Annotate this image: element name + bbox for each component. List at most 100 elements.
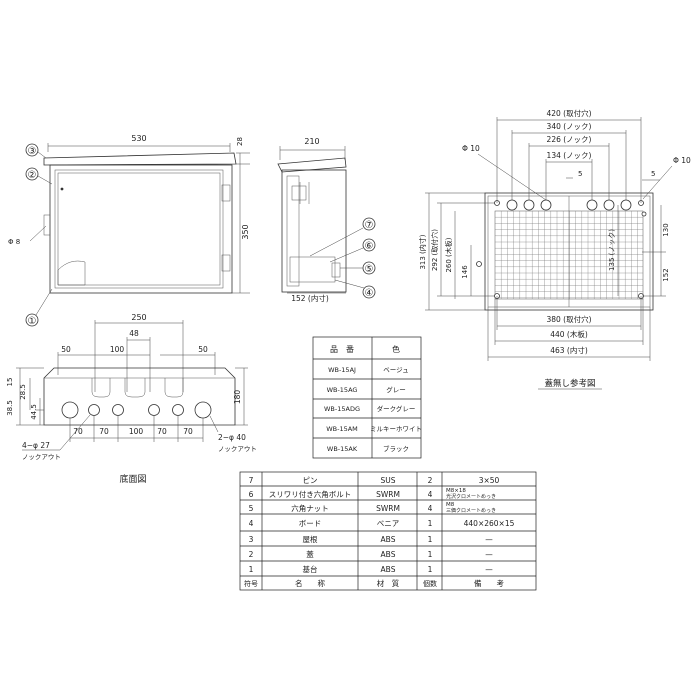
plate-134-dim: 134 (ノック)	[547, 151, 592, 160]
bottom-100-dim: 100	[110, 345, 125, 354]
part-row-note: M8×18	[446, 488, 466, 494]
plate-130-dim: 130	[662, 223, 670, 236]
part-row-qty: 1	[428, 565, 433, 574]
knockout-small	[148, 404, 160, 416]
part-row-name: 基台	[303, 564, 318, 574]
bottom-b70a-dim: 70	[73, 427, 83, 436]
part-row-no: 2	[249, 550, 254, 559]
color-row-color: ブラック	[383, 444, 409, 453]
part-row-name: ボード	[299, 519, 322, 528]
plate-caption: 蓋無し参考図	[544, 378, 595, 389]
parts-header-name: 名 称	[295, 578, 325, 588]
part-row-note: M8	[446, 502, 455, 508]
color-row-color: ミルキーホワイト	[370, 425, 422, 433]
callout-4: ④	[365, 288, 374, 299]
plate-135-dim: 135 (ノック)	[608, 229, 616, 271]
parts-header-qty: 個数	[423, 579, 437, 588]
side-inner-dim: 152 (内寸)	[291, 293, 329, 303]
plate-260-dim: 260 (木板)	[444, 237, 453, 272]
plate-313-dim: 313 (内寸)	[418, 234, 427, 269]
parts-header-note: 備 考	[474, 578, 504, 588]
callout-3: ③	[28, 146, 37, 157]
plate-5-dim-a: 5	[578, 170, 582, 178]
front-width-dim: 530	[131, 134, 146, 143]
part-row-no: 3	[249, 535, 254, 544]
callout-7: ⑦	[365, 220, 374, 231]
knockout-small	[172, 404, 184, 416]
bottom-b70c-dim: 70	[157, 427, 167, 436]
part-row-name: 屋根	[303, 534, 318, 544]
front-height-dim: 350	[241, 224, 250, 239]
plate-292-dim: 292 (取付穴)	[430, 229, 439, 271]
knock-large-label: 2−φ 40	[218, 433, 246, 442]
color-header-part: 品 番	[330, 344, 354, 354]
part-row-material: SUS	[380, 476, 395, 485]
plate-340-dim: 340 (ノック)	[547, 122, 592, 131]
knock-large-sub: ノックアウト	[218, 445, 257, 453]
knockout-small	[112, 404, 124, 416]
color-row-part: WB-15AG	[327, 386, 358, 394]
bottom-view: 250 48 50 100 50 15 38.5 28.5 44.5	[6, 313, 257, 485]
part-row-material: ABS	[381, 565, 396, 574]
part-row-note: 3×50	[479, 476, 500, 485]
plate-grid	[495, 211, 643, 299]
part-row-qty: 1	[428, 519, 433, 528]
knock-hole	[523, 199, 535, 211]
front-roof-dim: 28	[236, 137, 244, 146]
callout-6: ⑥	[365, 241, 374, 252]
part-row-no: 4	[249, 519, 254, 528]
plate-phi-right: Φ 10	[673, 156, 691, 165]
knock-hole	[586, 199, 598, 211]
part-row-qty: 1	[428, 550, 433, 559]
bottom-b100-dim: 100	[129, 427, 144, 436]
part-row-note: 440×260×15	[464, 519, 515, 528]
part-row-name: 蓋	[306, 549, 314, 559]
part-row-note-sub: 三価クロメートめっき	[446, 507, 496, 514]
front-view: 530 28 350 Φ 8 ③ ② ①	[8, 134, 250, 327]
knock-small-sub: ノックアウト	[22, 453, 61, 461]
color-row-color: ダークグレー	[377, 404, 416, 413]
part-row-material: SWRM	[376, 504, 400, 513]
part-row-note: —	[485, 565, 493, 574]
knockout-large	[61, 401, 79, 419]
side-view: 210 152 (内寸) ⑦ ⑥ ⑤ ④	[277, 137, 376, 303]
color-row-color: グレー	[386, 385, 406, 394]
bottom-180-dim: 180	[233, 390, 242, 405]
callout-1: ①	[28, 316, 37, 327]
part-row-no: 5	[249, 504, 254, 513]
front-hole-dim: Φ 8	[8, 238, 20, 246]
plate-view: 420 (取付穴) 340 (ノック) 226 (ノック) 134 (ノック) …	[418, 108, 691, 390]
knock-hole	[506, 199, 518, 211]
part-row-no: 1	[249, 565, 254, 574]
color-row-color: ベージュ	[383, 366, 408, 374]
part-row-material: ABS	[381, 535, 396, 544]
part-row-note: —	[485, 550, 493, 559]
plate-5-dim-b: 5	[651, 170, 655, 178]
color-row-part: WB-15AJ	[328, 366, 356, 374]
knock-hole	[603, 199, 615, 211]
bottom-250-dim: 250	[131, 313, 146, 322]
part-row-material: ベニア	[377, 519, 400, 528]
bottom-48-dim: 48	[129, 329, 139, 338]
parts-header-material: 材 質	[377, 578, 400, 588]
plate-463-dim: 463 (内寸)	[550, 345, 588, 355]
knockout-small	[88, 404, 100, 416]
bottom-b70b-dim: 70	[99, 427, 109, 436]
part-row-material: SWRM	[376, 490, 400, 499]
bottom-50r-dim: 50	[198, 345, 208, 354]
bottom-h4-dim: 44.5	[30, 404, 38, 420]
plate-440-dim: 440 (木板)	[550, 329, 588, 339]
part-row-name: 六角ナット	[291, 503, 329, 513]
part-row-name: ピン	[303, 476, 318, 485]
color-header-color: 色	[392, 344, 400, 354]
parts-header-no: 符号	[244, 579, 258, 588]
knock-hole	[540, 199, 552, 211]
bottom-h2-dim: 28.5	[19, 384, 27, 400]
part-row-qty: 4	[428, 490, 433, 499]
color-row-part: WB-15AM	[326, 425, 358, 433]
callout-2: ②	[28, 170, 37, 181]
part-row-name: スリワリ付き六角ボルト	[269, 489, 352, 499]
part-row-qty: 4	[428, 504, 433, 513]
part-row-note-sub: 光沢クロメートめっき	[446, 493, 496, 500]
